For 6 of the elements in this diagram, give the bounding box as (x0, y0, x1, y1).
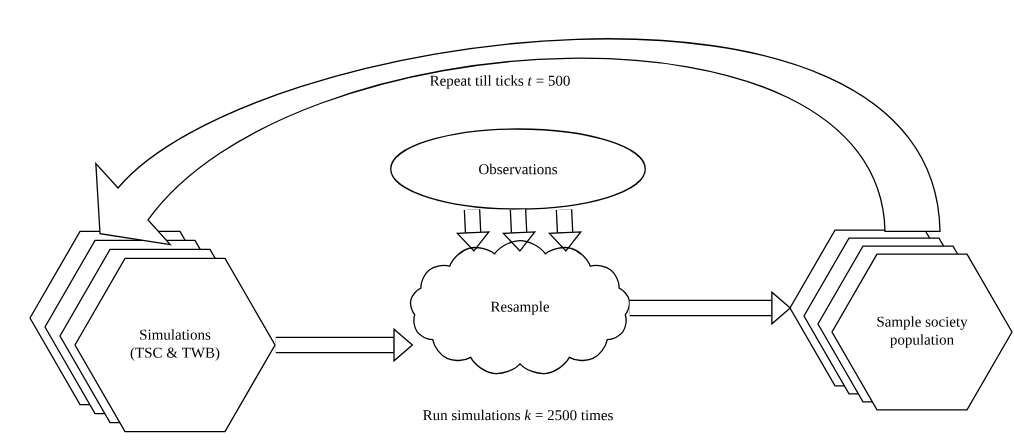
ellipse-node: Observations (390, 128, 646, 210)
hexagon-stack: Simulations (TSC & TWB) (29, 230, 276, 433)
block-arrow (95, 38, 941, 246)
caption-text: Repeat till ticks t = 500 (430, 75, 570, 89)
hexagon-stack: Sample society population (789, 229, 1013, 411)
caption-text: Run simulations k = 2500 times (423, 409, 613, 421)
